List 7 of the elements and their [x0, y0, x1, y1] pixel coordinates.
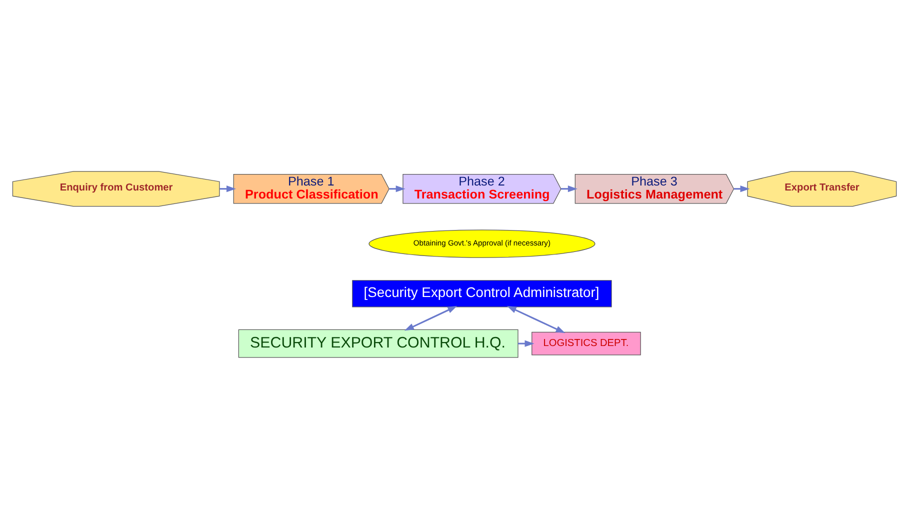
arrow [506, 305, 566, 333]
arrow [404, 305, 458, 330]
arrow [518, 340, 534, 346]
node-box: SECURITY EXPORT CONTROL H.Q. [238, 328, 518, 358]
node-box: LOGISTICS DEPT. [532, 331, 641, 355]
arrow [389, 185, 406, 192]
node-box: [Security Export Control Administrator] [352, 280, 612, 307]
